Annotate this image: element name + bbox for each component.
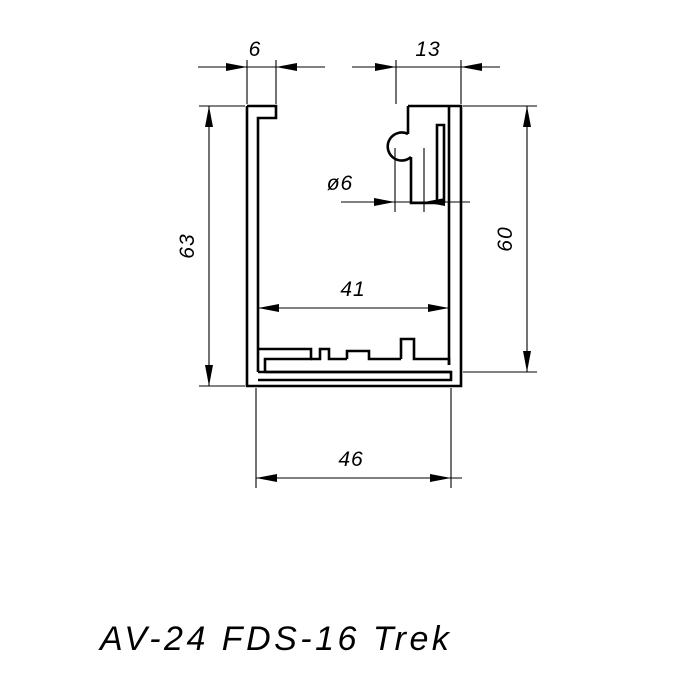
dimension-diameter-6: ø6 bbox=[327, 148, 470, 212]
dim-6-label: 6 bbox=[249, 38, 262, 61]
bottom-center-tab bbox=[311, 347, 347, 361]
dimension-13: 13 bbox=[352, 38, 500, 104]
dim-6-arrow-right bbox=[276, 63, 297, 71]
dim-41-arrow-left bbox=[258, 304, 279, 312]
dimension-6: 6 bbox=[198, 38, 325, 104]
dim-60-label: 60 bbox=[494, 226, 517, 251]
bottom-center-pocket bbox=[345, 349, 401, 361]
dim-13-arrow-right bbox=[461, 63, 482, 71]
top-left-lip bbox=[247, 104, 278, 372]
dim-d6-label: ø6 bbox=[327, 172, 354, 195]
profile-cross-section bbox=[245, 104, 463, 388]
dim-63-arrow-top bbox=[205, 106, 213, 127]
dimension-46: 46 bbox=[255, 388, 462, 488]
dim-63-arrow-bottom bbox=[205, 365, 213, 386]
dim-60-arrow-bottom bbox=[523, 351, 531, 372]
dim-6-arrow-left bbox=[226, 63, 247, 71]
dim-13-label: 13 bbox=[415, 38, 440, 61]
profile-outer-boundary bbox=[245, 104, 463, 388]
screw-boss-circle-icon bbox=[386, 131, 412, 162]
dim-63-label: 63 bbox=[176, 233, 199, 258]
dim-41-label: 41 bbox=[340, 278, 365, 301]
dimension-41: 41 bbox=[258, 278, 449, 312]
dimension-63: 63 bbox=[176, 105, 245, 387]
bottom-left-step-detail bbox=[258, 347, 313, 372]
dim-d6-arrow-left bbox=[374, 198, 395, 206]
drawing-title: AV-24 FDS-16 Trek bbox=[98, 620, 452, 658]
dim-d6-arrow-right bbox=[424, 198, 445, 206]
dim-60-arrow-top bbox=[523, 106, 531, 127]
dim-46-arrow-right bbox=[430, 474, 451, 482]
dimension-60: 60 bbox=[463, 105, 537, 373]
dim-41-arrow-right bbox=[428, 304, 449, 312]
dim-13-arrow-left bbox=[375, 63, 396, 71]
dim-46-arrow-left bbox=[256, 474, 277, 482]
screw-boss-shelf bbox=[409, 123, 446, 205]
bottom-right-riser bbox=[399, 337, 451, 365]
dim-46-label: 46 bbox=[338, 448, 363, 471]
